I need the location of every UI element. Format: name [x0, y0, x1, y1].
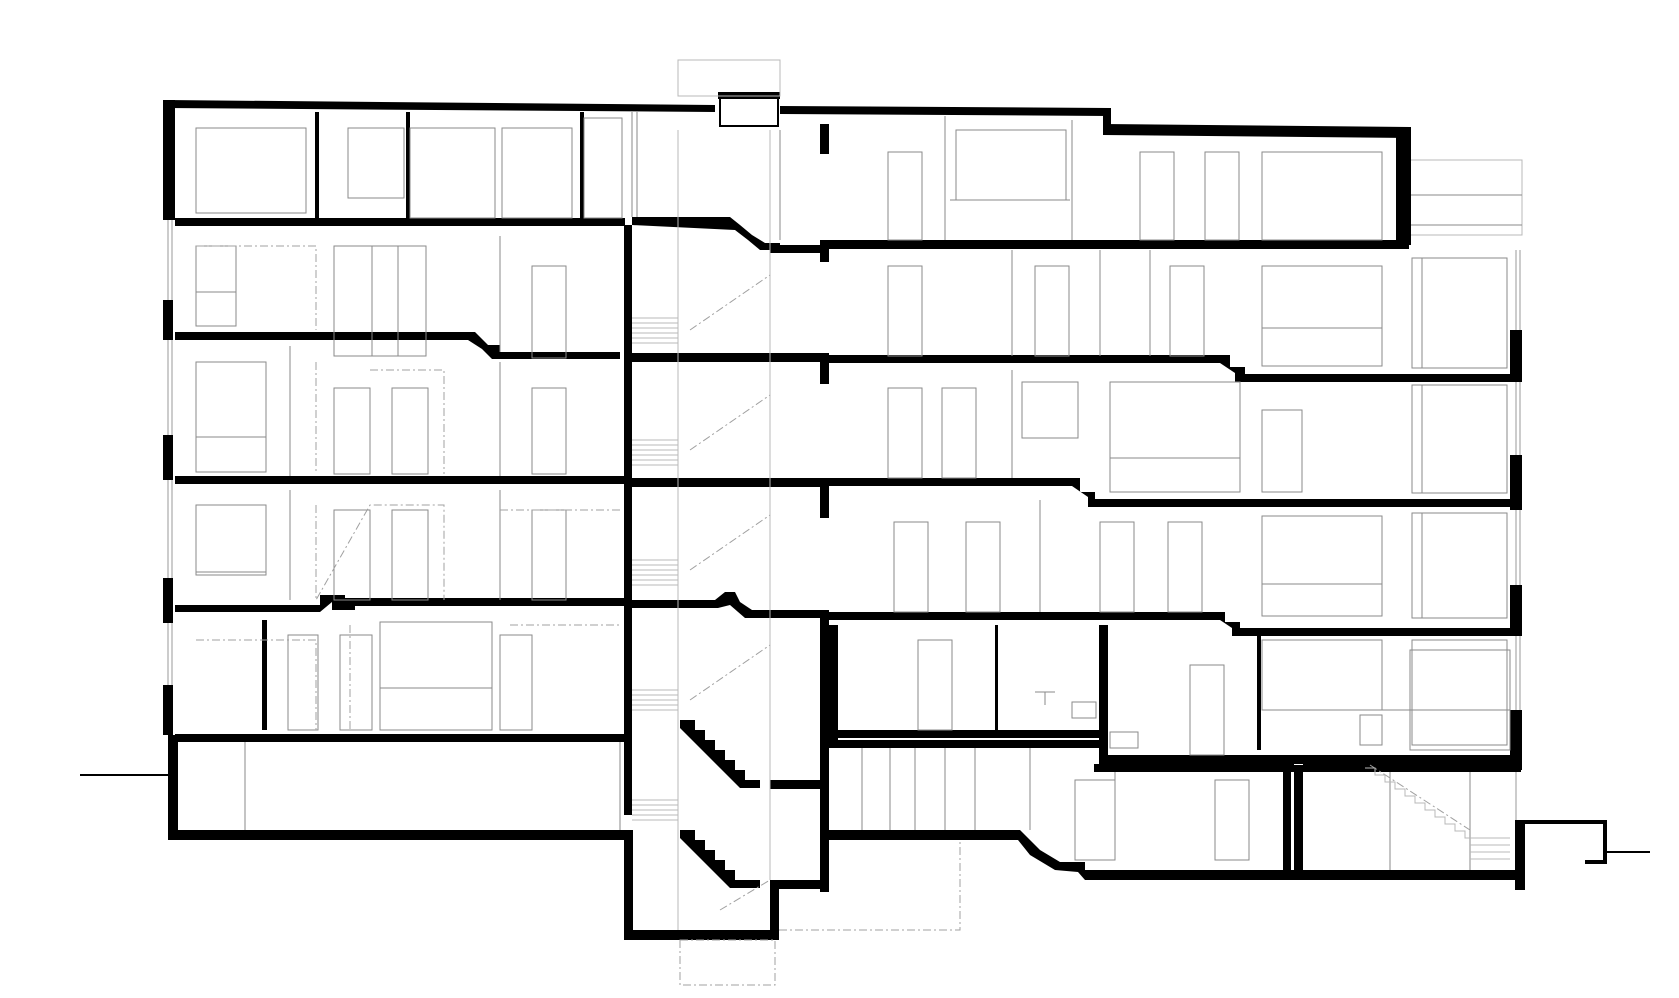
hidden-lines — [196, 245, 1471, 831]
floor-slabs-left-wing — [170, 218, 625, 840]
basement-stair-right — [1365, 767, 1510, 860]
elevation-doors — [195, 116, 1511, 870]
interior-partitions-top — [315, 112, 1404, 245]
exterior-wall-right — [1402, 127, 1525, 890]
roof — [165, 59, 1523, 236]
floor-slabs-right-wing — [829, 240, 1522, 880]
exterior-wall-left — [163, 100, 178, 840]
stair-core — [624, 124, 961, 986]
ground-line-right — [1520, 820, 1650, 864]
